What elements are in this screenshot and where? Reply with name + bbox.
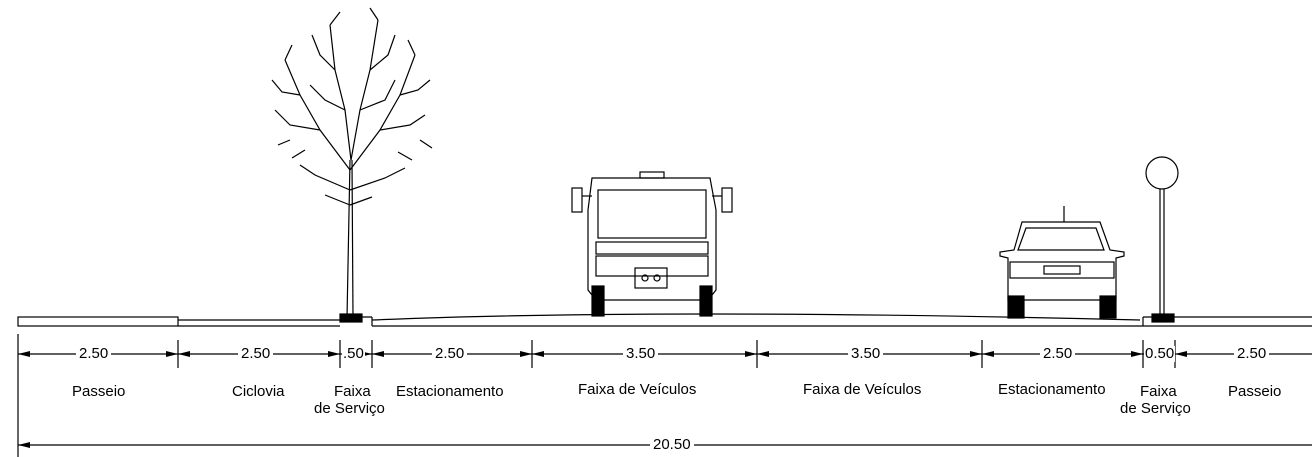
label-estacionamento-right: Estacionamento — [998, 381, 1106, 398]
sign-post-icon — [1145, 156, 1179, 323]
dimension-ciclovia: 2.50 — [238, 346, 274, 362]
label-faixa-servico-left-line1: Faixa — [334, 383, 371, 400]
tree-icon — [271, 7, 433, 323]
dimension-faixa-veiculos-left: 3.50 — [623, 346, 659, 362]
dimension-total: 20.50 — [650, 437, 694, 453]
truck-icon — [571, 171, 733, 317]
dimension-faixa-servico-left: .50 — [342, 345, 365, 362]
label-faixa-servico-left-line2: de Serviço — [314, 400, 385, 417]
label-passeio-right: Passeio — [1228, 383, 1282, 400]
label-estacionamento-left: Estacionamento — [396, 383, 504, 400]
pavement-profile — [17, 313, 1312, 327]
dimension-passeio-left: 2.50 — [76, 346, 112, 362]
label-passeio-left: Passeio — [72, 383, 126, 400]
dimension-faixa-servico-right: 0.50 — [1144, 345, 1176, 362]
label-faixa-servico-right-line1: Faixa — [1140, 383, 1177, 400]
label-faixa-veiculos-left: Faixa de Veículos — [578, 381, 697, 398]
label-faixa-veiculos-right: Faixa de Veículos — [803, 381, 922, 398]
label-faixa-servico-right-line2: de Serviço — [1120, 400, 1191, 417]
dimension-faixa-veiculos-right: 3.50 — [848, 346, 884, 362]
dimension-passeio-right: 2.50 — [1234, 346, 1270, 362]
dimension-estacionamento-right: 2.50 — [1040, 346, 1076, 362]
dimension-estacionamento-left: 2.50 — [432, 346, 468, 362]
car-icon — [999, 206, 1125, 319]
label-ciclovia: Ciclovia — [232, 383, 285, 400]
